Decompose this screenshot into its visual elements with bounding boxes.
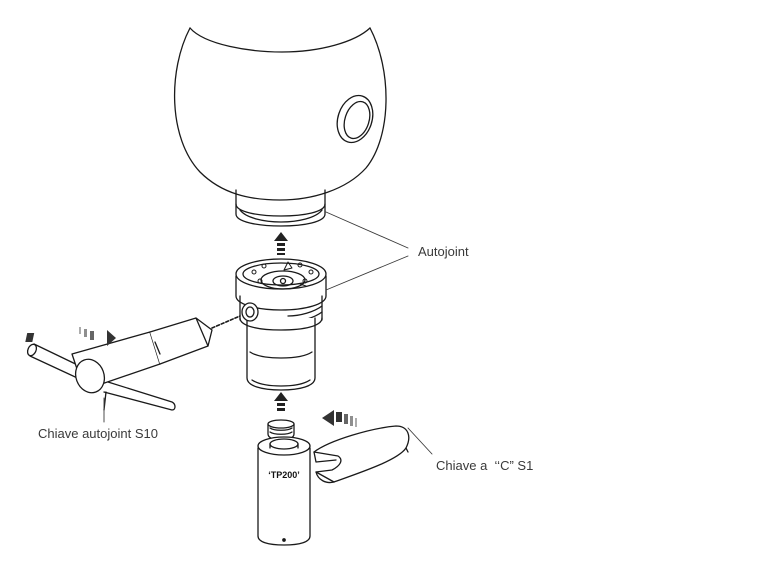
autojoint-key-s10-label: Chiave autojoint S10 — [38, 426, 158, 441]
arrow-up-lower-icon — [274, 392, 288, 411]
engagement-line-s10 — [211, 315, 241, 329]
motion-arrow-s1-icon — [322, 410, 357, 427]
autojoint-key-s10 — [26, 317, 213, 411]
arrow-up-upper-icon — [274, 232, 288, 255]
tp200-marking: ‘TP200’ — [268, 470, 300, 480]
c-spanner-s1-label: Chiave a ‘‘C” S1 — [436, 458, 534, 473]
autojoint-label: Autojoint — [418, 244, 469, 259]
probe-head-sphere — [173, 27, 387, 227]
c-spanner-s1 — [313, 425, 410, 484]
leader-lines — [103, 211, 433, 455]
tp200-probe-body — [257, 419, 311, 546]
autojoint-module — [235, 258, 327, 391]
motion-arrow-s10-icon — [25, 327, 116, 346]
